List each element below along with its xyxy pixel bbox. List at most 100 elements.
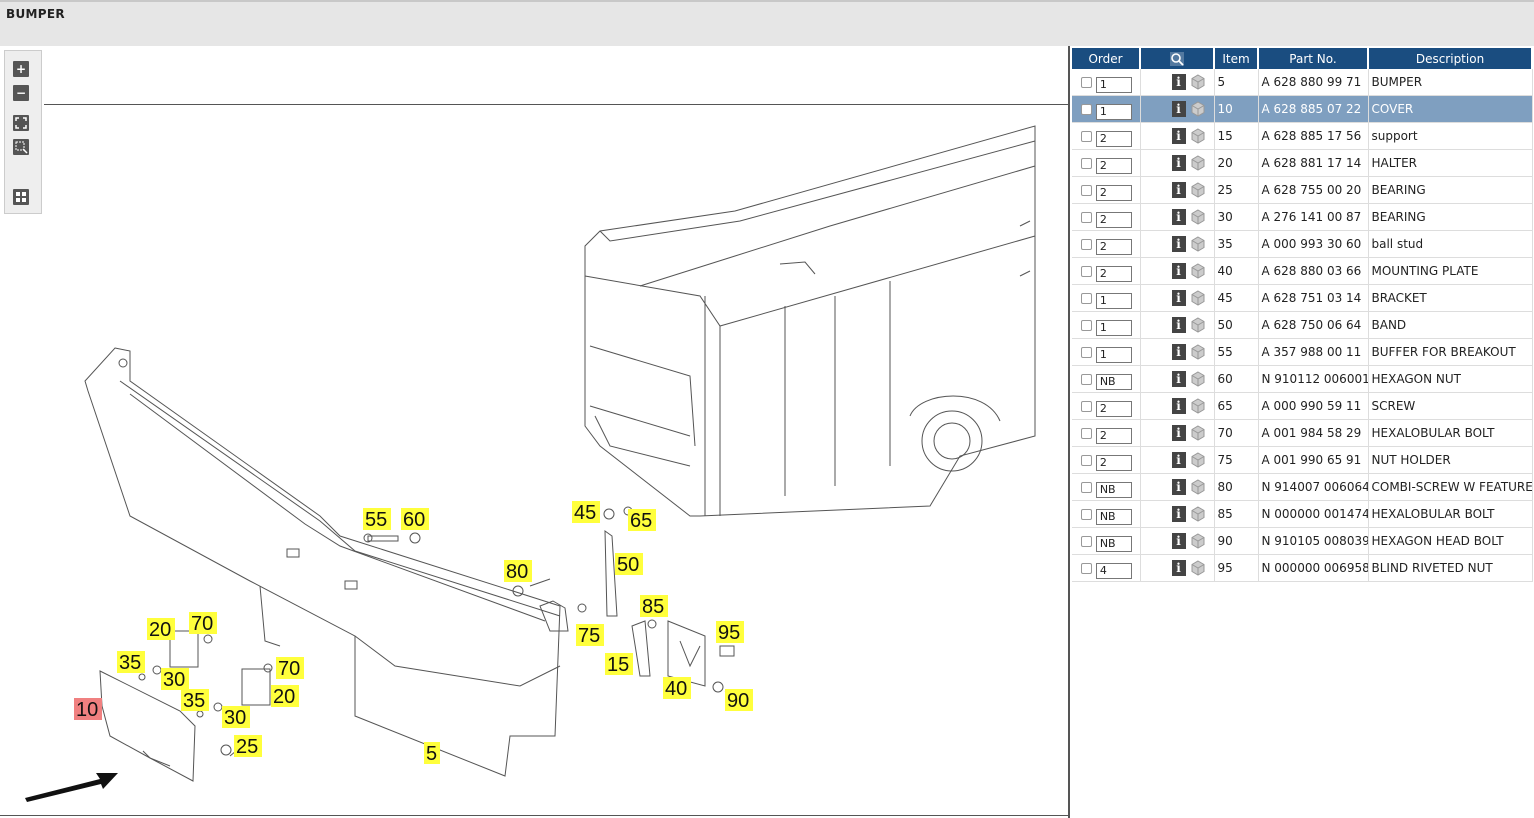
quantity-input[interactable]: NB [1095,536,1132,552]
callout[interactable]: 35 [117,651,145,674]
cube-icon[interactable] [1190,371,1206,387]
order-checkbox[interactable] [1081,104,1092,115]
callout[interactable]: 80 [504,560,532,583]
order-checkbox[interactable] [1081,320,1092,331]
order-checkbox[interactable] [1081,266,1092,277]
quantity-input[interactable]: NB [1095,482,1132,498]
quantity-input[interactable]: 2 [1095,455,1132,471]
search-icon[interactable] [1169,51,1185,67]
order-checkbox[interactable] [1081,158,1092,169]
order-checkbox[interactable] [1081,185,1092,196]
order-checkbox[interactable] [1081,212,1092,223]
quantity-input[interactable]: NB [1095,374,1132,390]
order-checkbox[interactable] [1081,347,1092,358]
info-icon[interactable]: i [1171,128,1186,144]
cube-icon[interactable] [1190,452,1206,468]
column-header-part-no[interactable]: Part No. [1258,48,1369,69]
order-checkbox[interactable] [1081,509,1092,520]
order-checkbox[interactable] [1081,239,1092,250]
column-header-actions[interactable] [1140,48,1215,69]
quantity-input[interactable]: NB [1095,509,1132,525]
cube-icon[interactable] [1190,398,1206,414]
print-button[interactable] [13,189,29,205]
quantity-input[interactable]: 2 [1095,131,1132,147]
column-header-description[interactable]: Description [1368,48,1533,69]
quantity-input[interactable]: 1 [1095,320,1132,336]
quantity-input[interactable]: 2 [1095,212,1132,228]
cube-icon[interactable] [1190,74,1206,90]
zoom-in-button[interactable]: + [13,61,29,77]
zoom-out-button[interactable]: − [13,85,29,101]
callout[interactable]: 5 [424,742,440,765]
info-icon[interactable]: i [1171,236,1186,252]
info-icon[interactable]: i [1171,182,1186,198]
order-checkbox[interactable] [1081,482,1092,493]
callout[interactable]: 55 [363,508,391,531]
cube-icon[interactable] [1190,560,1206,576]
info-icon[interactable]: i [1171,425,1186,441]
zoom-region-button[interactable] [13,139,29,155]
info-icon[interactable]: i [1171,317,1186,333]
cube-icon[interactable] [1190,506,1206,522]
callout[interactable]: 15 [605,653,633,676]
info-icon[interactable]: i [1171,344,1186,360]
cube-icon[interactable] [1190,425,1206,441]
info-icon[interactable]: i [1171,506,1186,522]
callout[interactable]: 70 [276,657,304,680]
info-icon[interactable]: i [1171,290,1186,306]
order-checkbox[interactable] [1081,536,1092,547]
callout[interactable]: 70 [189,612,217,635]
cube-icon[interactable] [1190,533,1206,549]
order-checkbox[interactable] [1081,374,1092,385]
cube-icon[interactable] [1190,128,1206,144]
quantity-input[interactable]: 1 [1095,104,1132,120]
quantity-input[interactable]: 2 [1095,185,1132,201]
cube-icon[interactable] [1190,479,1206,495]
info-icon[interactable]: i [1171,209,1186,225]
column-header-item[interactable]: Item [1214,48,1259,69]
quantity-input[interactable]: 1 [1095,77,1132,93]
info-icon[interactable]: i [1171,74,1186,90]
cube-icon[interactable] [1190,209,1206,225]
quantity-input[interactable]: 4 [1095,563,1132,579]
info-icon[interactable]: i [1171,479,1186,495]
callout[interactable]: 25 [234,735,262,758]
cube-icon[interactable] [1190,317,1206,333]
cube-icon[interactable] [1190,236,1206,252]
order-checkbox[interactable] [1081,77,1092,88]
parts-diagram[interactable]: 55 60 45 65 50 80 85 95 75 15 40 90 20 7… [0,46,1066,816]
order-checkbox[interactable] [1081,563,1092,574]
callout[interactable]: 20 [147,618,175,641]
callout[interactable]: 90 [725,689,753,712]
order-checkbox[interactable] [1081,131,1092,142]
cube-icon[interactable] [1190,182,1206,198]
quantity-input[interactable]: 2 [1095,401,1132,417]
callout[interactable]: 60 [401,508,429,531]
callout[interactable]: 85 [640,595,668,618]
cube-icon[interactable] [1190,263,1206,279]
info-icon[interactable]: i [1171,101,1186,117]
callout[interactable]: 45 [572,501,600,524]
info-icon[interactable]: i [1171,155,1186,171]
column-header-order[interactable]: Order [1072,48,1141,69]
quantity-input[interactable]: 2 [1095,158,1132,174]
callout[interactable]: 10 [74,698,102,721]
cube-icon[interactable] [1190,290,1206,306]
quantity-input[interactable]: 2 [1095,428,1132,444]
order-checkbox[interactable] [1081,401,1092,412]
